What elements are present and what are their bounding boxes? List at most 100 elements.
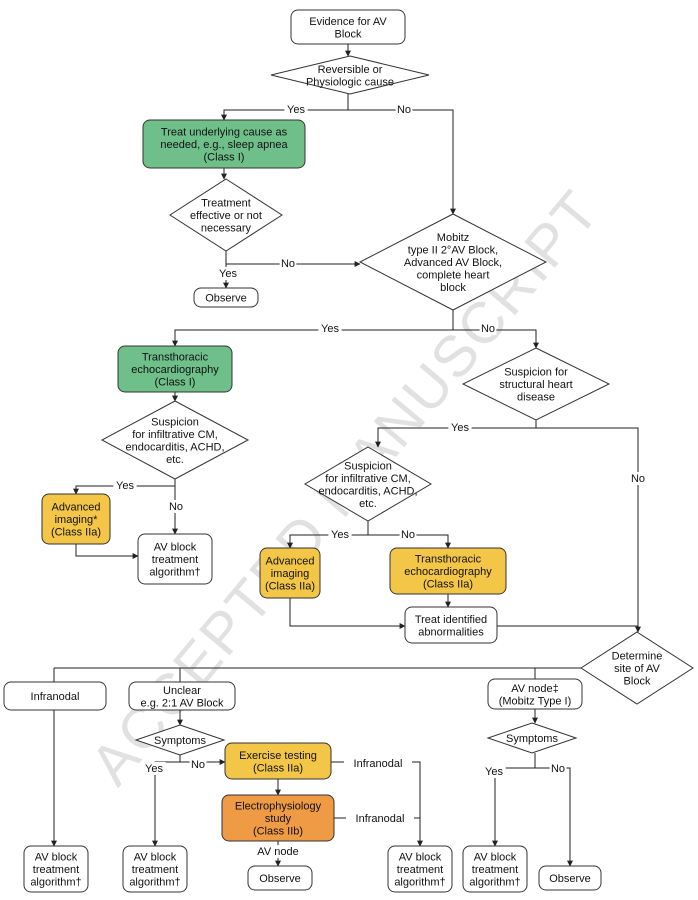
adv-imaging-left-text: Advanced — [52, 502, 101, 514]
edge-label-bg — [346, 812, 414, 825]
avb-algo-1-text: treatment — [33, 864, 79, 876]
observe-mid-node: Observe — [247, 865, 313, 891]
avb-algo-left-box — [137, 533, 213, 585]
infiltrative-left-text: for infiltrative CM, — [132, 429, 218, 441]
avb-algo-4-box — [462, 845, 528, 893]
observe-top-node: Observe — [193, 287, 259, 308]
exercise-text: Exercise testing — [239, 750, 317, 762]
connector-exercise-infranodal-to-algo — [331, 761, 423, 847]
symptoms-left-text: Symptoms — [154, 735, 206, 747]
mobitz-diamond — [358, 213, 548, 311]
treatment-effective-text: necessary — [201, 223, 252, 235]
tte-left-box — [117, 345, 233, 393]
edge-label-no: No — [481, 323, 495, 335]
edge-label-infranodal: Infranodal — [354, 758, 403, 770]
infiltrative-right-text: endocarditis, ACHD, — [318, 485, 417, 497]
connector-symptoms-yes-to-algo-right — [492, 753, 536, 847]
avb-algo-1-box — [23, 845, 89, 893]
determine-site-text: Determine — [612, 651, 663, 663]
edge-label-bg — [629, 472, 647, 485]
treatment-effective-text: effective or not — [190, 210, 262, 222]
suspicion-structural-diamond — [461, 347, 611, 421]
avb-algo-2-text: AV block — [134, 852, 177, 864]
connector-infiltrative-no-to-tte — [368, 534, 451, 549]
avb-algo-1-text: AV block — [35, 852, 78, 864]
treat-abnormalities-text: abnormalities — [418, 626, 484, 638]
treatment-effective-text: Treatment — [201, 198, 251, 210]
edge-label-bg — [216, 267, 240, 280]
avb-algo-2-text: algorithm† — [129, 877, 180, 889]
tte-right-text: (Class IIa) — [423, 579, 473, 591]
connector-adv-imaging-to-treat — [289, 598, 406, 629]
tte-right-text: Transthoracic — [415, 554, 482, 566]
edge-label-bg — [284, 103, 308, 116]
determine-site-text: Block — [624, 676, 651, 688]
avb-algo-2-text: treatment — [132, 864, 178, 876]
av-node-mobitz-box — [487, 678, 583, 710]
av-node-mobitz-node: AV node‡(Mobitz Type I) — [487, 678, 583, 710]
connector-reversible-no-to-mobitz — [348, 109, 456, 215]
determine-site-text: site of AV — [614, 663, 660, 675]
connector-symptoms-yes-to-algo — [152, 755, 181, 847]
ep-study-box — [221, 794, 335, 842]
unclear-box — [128, 681, 236, 711]
adv-imaging-left-text: imaging* — [55, 514, 99, 526]
infiltrative-left-diamond — [100, 400, 250, 480]
infranodal-text: Infranodal — [31, 691, 80, 703]
edge-label-bg — [113, 479, 137, 492]
tte-left-text: (Class I) — [155, 377, 196, 389]
determine-site-diamond — [580, 631, 694, 705]
mobitz-text: type II 2°AV Block, — [408, 245, 498, 257]
suspicion-structural-text: disease — [517, 392, 555, 404]
edge-label-bg — [479, 322, 497, 335]
connector-structural-no-to-determine — [536, 427, 641, 633]
adv-imaging-right-text: (Class IIa) — [265, 581, 315, 593]
mobitz-text: Advanced AV Block, — [404, 257, 502, 269]
edge-label-yes: Yes — [451, 422, 469, 434]
observe-mid-text: Observe — [259, 873, 301, 885]
avb-algo-3-text: treatment — [397, 864, 443, 876]
edge-label-no: No — [401, 529, 415, 541]
avb-algo-4-text: treatment — [472, 864, 518, 876]
edge-label-yes: Yes — [219, 268, 237, 280]
edge-label-bg — [328, 528, 352, 541]
connector-imaging-to-algo — [75, 544, 139, 559]
edge-label-no: No — [281, 258, 295, 270]
mobitz-text: block — [440, 282, 466, 294]
edge-label-no: No — [631, 473, 645, 485]
av-node-mobitz-text: AV node‡ — [511, 683, 559, 695]
treatment-effective-diamond — [169, 178, 283, 252]
ep-study-text: (Class IIb) — [253, 826, 303, 838]
treat-cause-text: needed, e.g., sleep apnea — [160, 139, 288, 151]
edge-label-bg — [482, 765, 506, 778]
edge-label-infranodal: Infranodal — [356, 813, 405, 825]
edge-label-bg — [189, 758, 207, 771]
connector-infiltrative-yes-to-imaging — [73, 485, 175, 495]
symptoms-left-node: Symptoms — [134, 724, 226, 756]
tte-right-text: echocardiography — [404, 566, 492, 578]
avb-algo-1-text: algorithm† — [30, 877, 81, 889]
avb-algo-3-box — [387, 845, 453, 893]
avb-algo-3-text: AV block — [399, 852, 442, 864]
avb-algo-4-text: algorithm† — [469, 877, 520, 889]
infiltrative-right-text: Suspicion — [344, 460, 392, 472]
observe-top-box — [193, 287, 259, 308]
suspicion-structural-text: structural heart — [499, 379, 572, 391]
observe-top-text: Observe — [205, 293, 247, 305]
unclear-text: Unclear — [163, 685, 201, 697]
reversible-text: Physiologic cause — [306, 76, 394, 88]
edge-label-bg — [279, 257, 297, 270]
evidence-text: Evidence for AV — [309, 16, 387, 28]
